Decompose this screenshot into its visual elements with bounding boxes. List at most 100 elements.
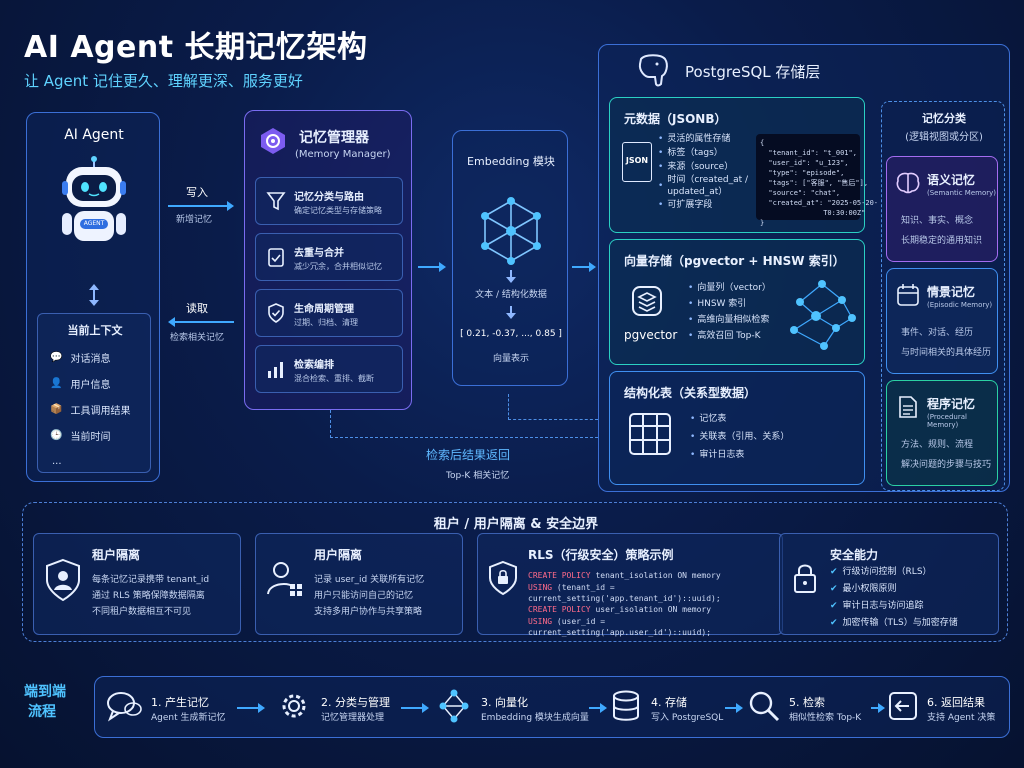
agent-badge: AGENT (83, 220, 105, 227)
table-item: 关联表（引用、关系） (690, 428, 789, 446)
vector-label: 向量表示 (492, 354, 529, 364)
vector-store-panel: 向量存储（pgvector + HNSW 索引） pgvector 向量列（ve… (609, 239, 865, 365)
category-desc: 长期稳定的通用知识 (901, 236, 983, 246)
search-icon (747, 689, 781, 727)
postgres-title: PostgreSQL 存储层 (685, 63, 821, 81)
metadata-item: 可扩展字段 (658, 198, 754, 212)
ability-item: ✔加密传输（TLS）与加密存储 (830, 615, 958, 632)
step-title: 5. 检索 (789, 695, 825, 709)
read-sublabel: 检索相关记忆 (170, 333, 225, 343)
rls-code-line: USING (user_id = current_setting('app.us… (528, 617, 712, 637)
structured-table-title: 结构化表（关系型数据） (624, 386, 757, 400)
bar-chart-icon (266, 358, 286, 384)
table-grid-icon (628, 412, 672, 460)
check-circle-icon: ✔ (830, 601, 838, 611)
json-file-icon: JSON (622, 142, 652, 182)
embedding-to-postgres-arrow (572, 262, 596, 272)
return-path (330, 437, 598, 438)
elephant-icon (635, 53, 671, 87)
step-title: 4. 存储 (651, 695, 687, 709)
step-desc: 支持 Agent 决策 (927, 712, 996, 723)
lock-icon (792, 562, 818, 598)
shield-check-icon (266, 302, 286, 328)
category-title: 情景记忆 (927, 285, 976, 299)
down-arrow-icon (505, 269, 517, 288)
rls-code-line: USING (tenant_id = current_setting('app.… (528, 583, 721, 603)
context-item: 💬对话消息 (50, 351, 111, 365)
user-isolation-card: 用户隔离 记录 user_id 关联所有记忆 用户只能访问自己的记忆 支持多用户… (255, 533, 463, 635)
manager-item-title: 去重与合并 (294, 248, 344, 259)
filter-icon (266, 190, 286, 216)
step-arrow (401, 703, 429, 713)
clipboard-check-icon (266, 246, 286, 272)
manager-item-desc: 过期、归档、清理 (294, 318, 358, 327)
network-hex-icon (477, 197, 545, 265)
user-icon: 👤 (50, 377, 63, 389)
user-title: 用户隔离 (314, 548, 363, 562)
step-arrow (871, 703, 885, 713)
manager-item-desc: 确定记忆类型与存储策略 (294, 206, 382, 215)
agent-panel: AI Agent AGENT 当前上下文 💬对话消息 👤用户信息 📦工具调用结果 (26, 112, 160, 482)
return-path (508, 419, 598, 420)
vector-store-title: 向量存储（pgvector + HNSW 索引） (624, 254, 845, 268)
context-title: 当前上下文 (67, 324, 123, 337)
manager-item-title: 生命周期管理 (294, 304, 354, 315)
clock-icon: 🕒 (50, 429, 63, 441)
brain-icon (895, 171, 921, 199)
context-item: 📦工具调用结果 (50, 403, 131, 417)
context-panel: 当前上下文 💬对话消息 👤用户信息 📦工具调用结果 🕒当前时间 ... (37, 313, 151, 473)
step-desc: 写入 PostgreSQL (651, 712, 724, 723)
step-arrow (237, 703, 265, 713)
user-line: 用户只能访问自己的记忆 (314, 591, 414, 601)
chat-icon: 💬 (50, 351, 63, 363)
context-item: ... (52, 455, 62, 467)
context-item: 👤用户信息 (50, 377, 111, 391)
write-label: 写入 (186, 186, 208, 199)
rls-code-line: CREATE POLICY user_isolation ON memory (528, 605, 712, 614)
robot-icon: AGENT (54, 155, 134, 247)
table-item: 记忆表 (690, 410, 789, 428)
agent-title: AI Agent (64, 127, 124, 143)
category-desc: 解决问题的步骤与技巧 (901, 460, 992, 470)
category-en: (Semantic Memory) (927, 189, 996, 197)
vector-item: 高效召回 Top-K (688, 328, 771, 344)
user-line: 支持多用户协作与共享策略 (314, 607, 423, 617)
category-procedural: 程序记忆 (Procedural Memory) 方法、规则、流程 解决问题的步… (886, 380, 998, 486)
rls-card: RLS（行级安全）策略示例 CREATE POLICY tenant_isola… (477, 533, 783, 637)
manager-item-retrieval: 检索编排 混合检索、重排、截断 (255, 345, 403, 393)
metadata-item: 标签（tags） (658, 146, 754, 160)
document-icon (895, 395, 921, 423)
manager-subtitle: (Memory Manager) (295, 149, 391, 160)
shield-lock-icon (488, 560, 518, 600)
shield-user-icon (44, 558, 82, 606)
step-desc: 相似性检索 Top-K (789, 712, 862, 723)
rls-code-line: CREATE POLICY tenant_isolation ON memory (528, 571, 721, 580)
categories-panel: 记忆分类 (逻辑视图或分区) 语义记忆 (Semantic Memory) 知识… (881, 101, 1005, 491)
user-line: 记录 user_id 关联所有记忆 (314, 575, 425, 585)
cube-icon: 📦 (50, 403, 63, 415)
manager-item-lifecycle: 生命周期管理 过期、归档、清理 (255, 289, 403, 337)
metadata-item: 时间（created_at / updated_at） (658, 174, 754, 198)
category-desc: 与时间相关的具体经历 (901, 348, 992, 358)
calendar-icon (895, 283, 921, 311)
pipeline-step: 5. 检索相似性检索 Top-K (747, 689, 861, 727)
ability-item: ✔审计日志与访问追踪 (830, 598, 958, 615)
return-icon (887, 689, 919, 727)
category-title: 程序记忆 (927, 397, 976, 411)
pipeline-step: 6. 返回结果支持 Agent 决策 (887, 689, 995, 727)
step-arrow (725, 703, 743, 713)
manager-item-desc: 减少冗余，合并相似记忆 (294, 262, 382, 271)
step-desc: 记忆管理器处理 (321, 712, 385, 723)
manager-item-title: 检索编排 (294, 360, 334, 371)
vector-item: 向量列（vector） (688, 280, 771, 296)
down-arrow-icon (505, 305, 517, 324)
vector-item: 高维向量相似检索 (688, 312, 771, 328)
vector-item: HNSW 索引 (688, 296, 771, 312)
security-abilities-card: 安全能力 ✔行级访问控制（RLS） ✔最小权限原则 ✔审计日志与访问追踪 ✔加密… (779, 533, 999, 635)
step-title: 1. 产生记忆 (151, 695, 209, 709)
metadata-item: 灵活的属性存储 (658, 132, 754, 146)
categories-title: 记忆分类 (922, 112, 966, 125)
return-sublabel: Top-K 相关记忆 (446, 471, 510, 481)
manager-item-dedupe: 去重与合并 减少冗余，合并相似记忆 (255, 233, 403, 281)
